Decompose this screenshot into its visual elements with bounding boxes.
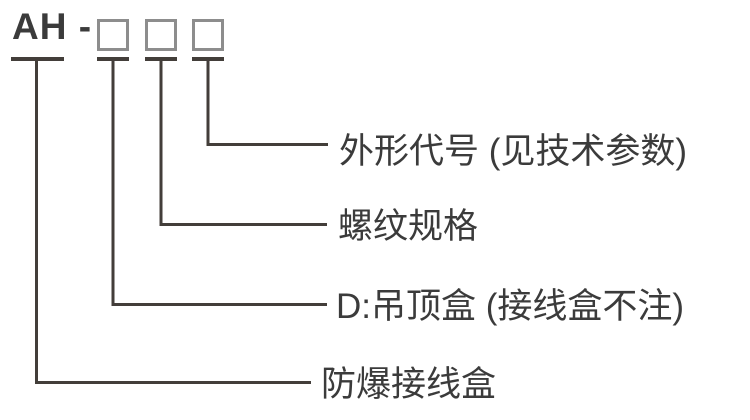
leader-line-box-2-to-label-2	[159, 59, 327, 226]
label-explosion-proof-junction-box: 防爆接线盒	[321, 365, 497, 404]
leader-line-prefix-to-label-4	[35, 59, 311, 384]
placeholder-box-3	[192, 19, 224, 51]
label-thread-spec: 螺纹规格	[338, 207, 479, 246]
model-prefix: AH -	[12, 6, 93, 47]
placeholder-box-2	[145, 19, 177, 51]
placeholder-box-1	[97, 19, 129, 51]
leader-line-box-3-to-label-1	[206, 59, 328, 146]
label-shape-code: 外形代号 (见技术参数)	[339, 132, 688, 171]
label-ceiling-box: D:吊顶盒 (接线盒不注)	[336, 287, 685, 326]
leader-line-box-1-to-label-3	[111, 59, 327, 306]
